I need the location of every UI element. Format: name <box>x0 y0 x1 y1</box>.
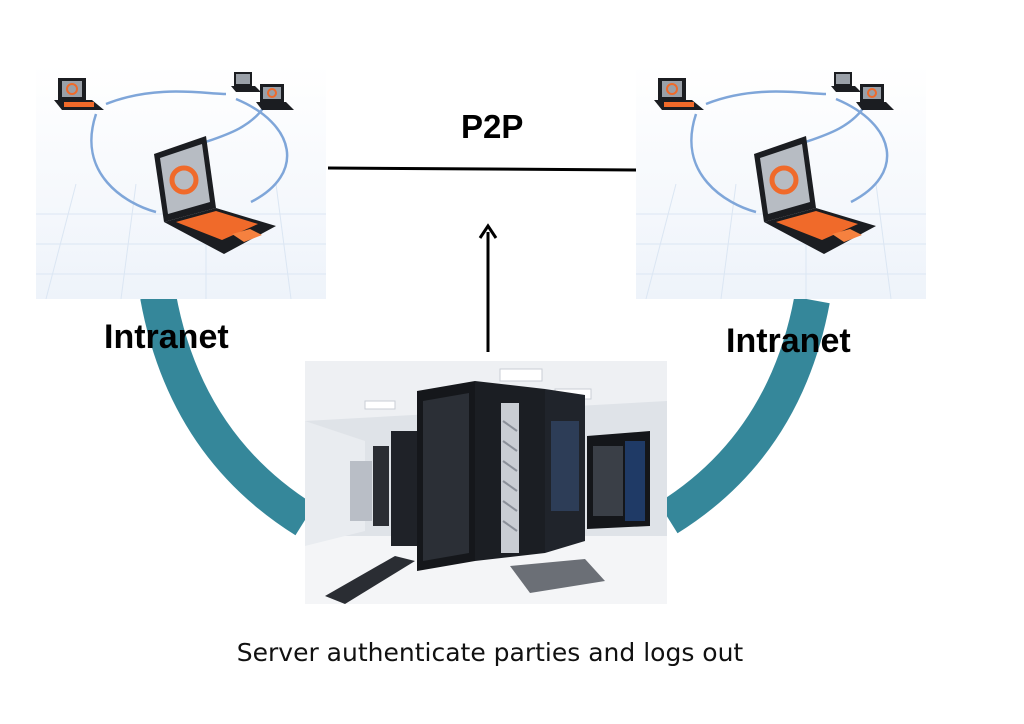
laptop-small-3 <box>256 84 294 110</box>
left-network-illustration <box>36 64 326 299</box>
left-intranet-arc <box>140 292 315 536</box>
up-arrow <box>478 223 498 352</box>
laptop-small-1 <box>654 78 704 110</box>
laptop-small-1 <box>54 78 104 110</box>
right-intranet-arc <box>658 296 830 534</box>
p2p-line <box>327 166 637 172</box>
intranet-left-label: Intranet <box>104 318 229 356</box>
intranet-right-label: Intranet <box>726 322 851 360</box>
laptop-main <box>754 136 876 254</box>
main-rack-row <box>417 381 585 571</box>
right-network-illustration <box>636 64 926 299</box>
laptop-main <box>154 136 276 254</box>
caption: Server authenticate parties and logs out <box>236 638 744 667</box>
floor-tiles <box>510 559 605 593</box>
laptop-small-2 <box>831 72 861 92</box>
laptop-small-2 <box>231 72 261 92</box>
p2p-label: P2P <box>461 108 524 145</box>
right-rack <box>587 431 650 529</box>
server-room-photo <box>305 361 667 604</box>
laptop-small-3 <box>856 84 894 110</box>
